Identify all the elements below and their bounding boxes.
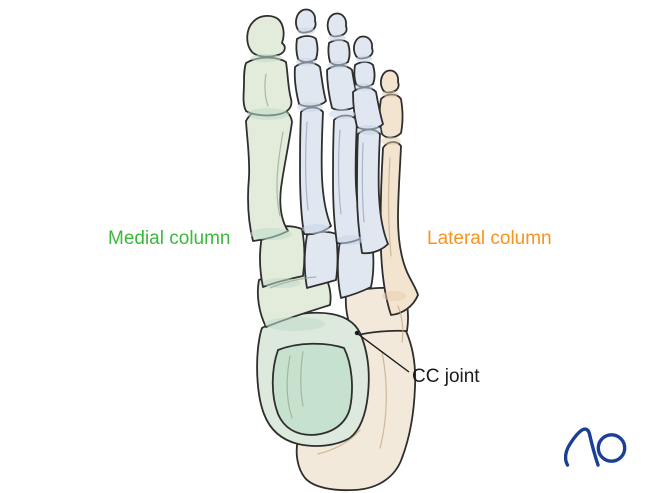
bone-contours-tan: [317, 157, 404, 455]
hallux-distal-phalanx: [246, 15, 286, 58]
medial-cuneiform-bone: [259, 225, 306, 288]
second-toe-proximal-phalanx: [293, 61, 327, 108]
joint-shading-blue: [296, 27, 381, 245]
fifth-toe-distal-phalanx: [380, 69, 400, 94]
hallux-proximal-phalanx: [242, 56, 293, 117]
cc-joint-label: CC joint: [412, 366, 480, 387]
bone-contours-green: [264, 73, 317, 419]
first-metatarsal-bone: [245, 106, 293, 242]
joint-shading-mint: [247, 54, 325, 331]
fifth-toe-proximal-phalanx: [378, 93, 404, 139]
fourth-toe-distal-phalanx: [353, 35, 374, 60]
fourth-metatarsal-bone: [356, 128, 389, 255]
second-metatarsal-bone: [299, 106, 332, 236]
ao-logo-letter-a: [564, 427, 600, 467]
third-toe-distal-phalanx: [326, 12, 348, 38]
middle-column-bones: [293, 8, 389, 299]
medial-column-label: Medial column: [108, 228, 231, 249]
bone-contours-blue: [305, 121, 365, 223]
cc-joint-pointer: [354, 330, 410, 373]
joint-shading-tan: [381, 90, 406, 301]
second-toe-middle-phalanx: [295, 35, 319, 63]
middle-cuneiform-bone: [303, 230, 339, 289]
ao-logo: [564, 427, 627, 467]
talar-dome: [271, 342, 353, 436]
medial-forefoot-bones: [242, 15, 293, 242]
ao-logo-strokes: [564, 427, 627, 467]
ao-logo-letter-o: [596, 433, 627, 463]
third-toe-middle-phalanx: [327, 39, 351, 66]
fifth-metatarsal-bone: [379, 141, 419, 316]
fourth-toe-middle-phalanx: [353, 61, 376, 88]
lateral-column-label: Lateral column: [427, 228, 552, 249]
talus-bones: [256, 311, 370, 447]
fourth-toe-proximal-phalanx: [352, 86, 384, 131]
